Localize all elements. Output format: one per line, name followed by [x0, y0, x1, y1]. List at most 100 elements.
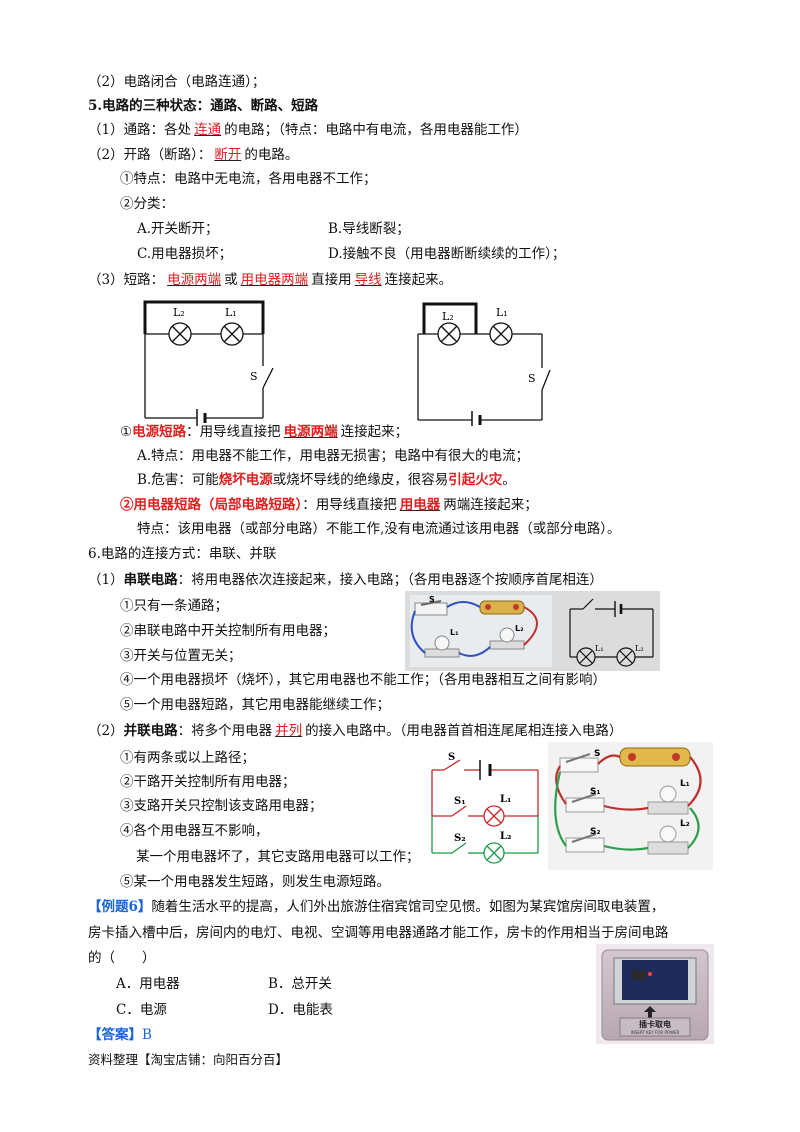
label-l1: L₁ — [450, 628, 459, 637]
line-series: （1）串联电路：将用电器依次连接起来，接入电路；（各用电器逐个按顺序首尾相连） — [88, 571, 603, 589]
answer-blank: 连通 — [194, 122, 222, 138]
text: （1） — [88, 572, 124, 588]
footer-source: 资料整理【淘宝店铺：向阳百分百】 — [88, 1052, 289, 1067]
line-break-feature: ①特点：电路中无电流，各用电器不工作； — [120, 171, 377, 187]
option-switch-open: A.开关断开； — [137, 221, 219, 237]
term-burn-source: 烧坏电源 — [218, 472, 273, 488]
text: 的电路；（特点：电路中有电流，各用电器能工作） — [224, 122, 528, 138]
text: B.危害：可能 — [137, 472, 219, 488]
answer-blank: 用电器 — [399, 497, 441, 513]
line-source-short-harm: B.危害：可能烧坏电源或烧坏导线的绝缘皮，很容易引起火灾。 — [137, 471, 516, 489]
label-l1: L₁ — [500, 794, 511, 805]
label-s: S — [429, 595, 435, 604]
term-series: 串联电路 — [123, 572, 178, 588]
label-s: S — [528, 372, 536, 385]
term-source-short: 电源短路 — [132, 424, 187, 440]
series-point-4: ④一个用电器损坏（烧坏），其它用电器也不能工作；（各用电器相互之间有影响） — [120, 672, 606, 688]
text: 或烧坏导线的绝缘皮，很容易 — [272, 472, 449, 488]
answer-blank: 电源两端 — [283, 424, 338, 440]
example-question-line2: 房卡插入槽中后，房间内的电灯、电视、空调等用电器通路才能工作，房卡的作用相当于房… — [88, 925, 669, 941]
section-title-three-states: 5.电路的三种状态：通路、断路、短路 — [88, 98, 319, 114]
term-fire: 引起火灾 — [448, 472, 503, 488]
line-source-short-feature: A.特点：用电器不能工作，用电器无损害；电路中有很大的电流； — [137, 448, 530, 464]
term-parallel: 并联电路 — [123, 723, 178, 739]
label-s: S — [250, 370, 258, 383]
label-s1: S₁ — [454, 796, 466, 807]
example-question-line1: 【例题6】随着生活水平的提高，人们外出旅游住宿宾馆司空见惯。如图为某宾馆房间取电… — [88, 898, 664, 916]
text: 。 — [502, 472, 516, 488]
diagram-parallel-schematic: S S₁ L₁ S₂ L₂ — [431, 752, 539, 864]
example-tag: 【例题6】 — [88, 899, 152, 915]
line-break-circuit: （2）开路（断路）：断开的电路。 — [88, 146, 298, 164]
section-title-connection: 6.电路的连接方式：串联、并联 — [88, 546, 277, 562]
line-break-category: ②分类： — [120, 196, 174, 212]
parallel-point-2: ②干路开关控制所有用电器； — [120, 774, 296, 790]
label-s2: S₂ — [454, 833, 466, 844]
answer-value: B — [142, 1027, 152, 1043]
line-device-short: ②用电器短路（局部电路短路）：用导线直接把用电器两端连接起来； — [120, 496, 538, 514]
text: （1）通路：各处 — [88, 122, 192, 138]
answer-blank: 导线 — [354, 272, 382, 288]
text: 直接用 — [311, 272, 352, 288]
term-device-short: ②用电器短路（局部电路短路） — [120, 497, 303, 513]
series-point-1: ①只有一条通路； — [120, 598, 228, 614]
label-s1: S₁ — [590, 787, 600, 797]
figure-series-circuit: S L₁ L₂ L₁ L₂ — [405, 591, 660, 671]
answer-blank: 电源两端 — [167, 272, 222, 288]
answer-line: 【答案】B — [88, 1026, 152, 1044]
parallel-point-4: ④各个用电器互不影响， — [120, 823, 269, 839]
label-l2: L₂ — [680, 819, 690, 829]
line-parallel: （2）并联电路：将多个用电器并列的接入电路中。（用电器首首相连尾尾相连接入电路） — [88, 722, 622, 740]
option-b: B．总开关 — [268, 976, 332, 992]
text: ：用导线直接把 — [302, 497, 397, 513]
line-short-circuit: （3）短路：电源两端或用电器两端直接用导线连接起来。 — [88, 271, 452, 289]
text: （2） — [88, 723, 124, 739]
parallel-point-3: ③支路开关只控制该支路用电器； — [120, 798, 323, 814]
card-label: 插卡取电 — [639, 1019, 671, 1029]
line-device-short-feature: 特点：该用电器（或部分电路）不能工作,没有电流通过该用电器（或部分电路）。 — [137, 521, 621, 537]
parallel-point-1: ①有两条或以上路径； — [120, 750, 255, 766]
series-point-3: ③开关与位置无关； — [120, 648, 242, 664]
label-s: S — [448, 752, 455, 763]
label-l2: L₂ — [515, 624, 524, 633]
option-c: C．电源 — [116, 1002, 167, 1018]
text: 连接起来； — [340, 424, 409, 440]
text: 随着生活水平的提高，人们外出旅游住宿宾馆司空见惯。如图为某宾馆房间取电装置， — [151, 899, 665, 915]
text: 两端连接起来； — [443, 497, 538, 513]
option-d: D．电能表 — [268, 1002, 333, 1018]
text: ：将多个用电器 — [177, 723, 273, 739]
label-l2-schematic: L₂ — [635, 644, 644, 653]
series-point-5: ⑤一个用电器短路，其它用电器能继续工作； — [120, 697, 390, 713]
figure-keycard-slot: 插卡取电 INSERT KEY FOR POWER — [596, 944, 714, 1044]
label-l1: L₁ — [680, 779, 690, 789]
option-poor-contact: D.接触不良（用电器断断续续的工作）； — [328, 246, 566, 262]
text: （2）开路（断路）： — [88, 147, 212, 163]
line-closed-circuit: （2）电路闭合（电路连通）； — [88, 74, 266, 90]
example-question-line3: 的（ ） — [88, 950, 156, 966]
option-device-broken: C.用电器损坏； — [137, 246, 233, 262]
option-wire-broken: B.导线断裂； — [328, 221, 410, 237]
text: ① — [120, 424, 133, 440]
text: ：将用电器依次连接起来，接入电路；（各用电器逐个按顺序首尾相连） — [177, 572, 603, 588]
label-l1-schematic: L₁ — [595, 644, 604, 653]
answer-tag: 【答案】 — [88, 1027, 142, 1043]
label-l2: L₂ — [500, 831, 511, 842]
diagram-device-short: L₂ L₁ S — [417, 302, 551, 426]
text: 的电路。 — [244, 147, 299, 163]
text: 的接入电路中。（用电器首首相连尾尾相连接入电路） — [305, 723, 623, 739]
label-s: S — [594, 749, 600, 759]
line-source-short: ①电源短路：用导线直接把电源两端连接起来； — [120, 423, 408, 441]
parallel-point-5: ⑤某一个用电器发生短路，则发生电源短路。 — [120, 874, 390, 890]
text: 连接起来。 — [384, 272, 453, 288]
diagram-source-short: L₂ L₁ S — [143, 300, 274, 426]
card-subtitle: INSERT KEY FOR POWER — [631, 1030, 680, 1035]
figure-parallel-photo: S S₁ S₂ L₁ L₂ — [548, 742, 713, 870]
answer-blank: 断开 — [214, 147, 242, 163]
label-l1: L₁ — [496, 306, 508, 319]
label-l1: L₁ — [225, 306, 237, 319]
text: ：用导线直接把 — [186, 424, 281, 440]
line-open-path: （1）通路：各处连通的电路；（特点：电路中有电流，各用电器能工作） — [88, 121, 528, 139]
answer-blank: 用电器两端 — [240, 272, 309, 288]
answer-blank: 并列 — [275, 723, 303, 739]
label-s2: S₂ — [590, 827, 600, 837]
